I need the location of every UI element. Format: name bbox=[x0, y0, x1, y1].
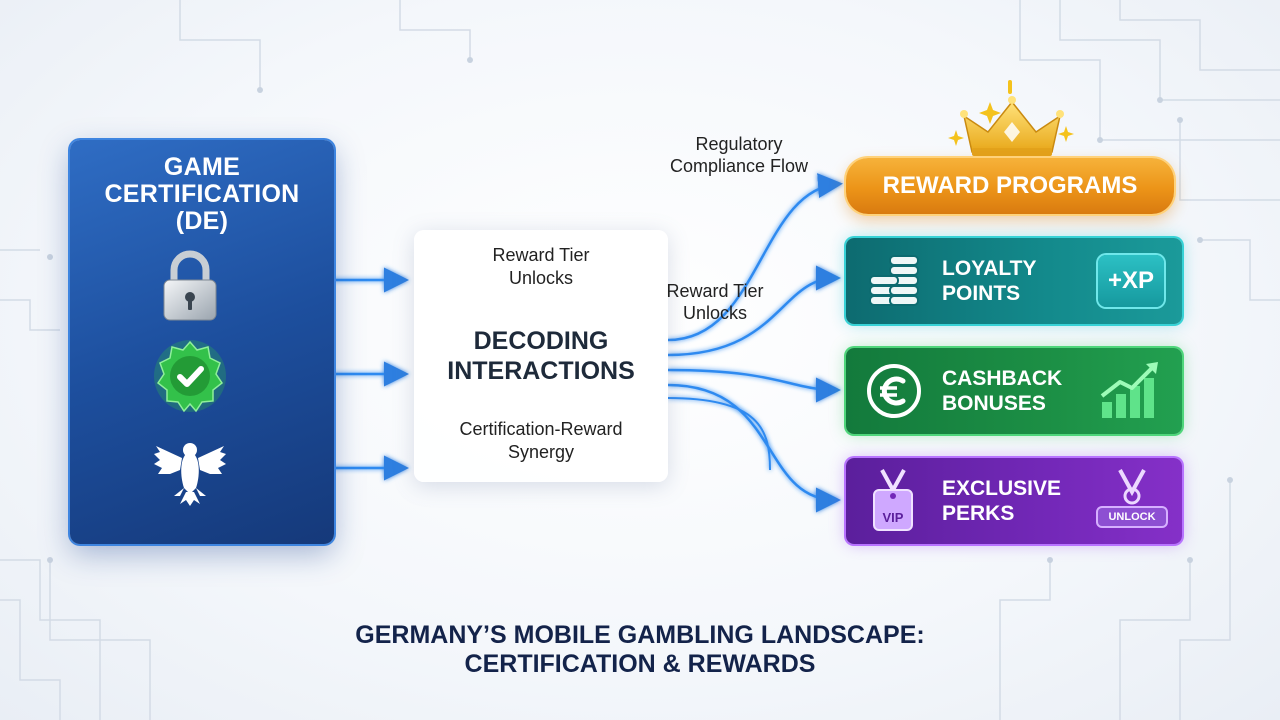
certification-reward-synergy-label: Certification-Reward Synergy bbox=[459, 419, 623, 462]
flow-line-cashback bbox=[667, 368, 841, 403]
cashback-bonuses-label: CASHBACK BONUSES bbox=[942, 367, 1063, 415]
reward-tier-unlocks-label: Reward Tier Unlocks bbox=[492, 245, 590, 288]
cashback-bonuses-card: CASHBACK BONUSES bbox=[846, 348, 1182, 434]
euro-coin-icon bbox=[867, 364, 921, 418]
coin-stack-icon bbox=[869, 255, 919, 306]
padlock-icon bbox=[163, 250, 217, 321]
growth-chart-icon bbox=[1100, 362, 1158, 418]
decoding-interactions-title: DECODING INTERACTIONS bbox=[447, 327, 635, 385]
exclusive-perks-card: VIP EXCLUSIVE PERKS UNLOCK bbox=[846, 458, 1182, 544]
loyalty-points-card: LOYALTY POINTS +XP bbox=[846, 238, 1182, 324]
verified-check-badge-icon bbox=[154, 340, 226, 413]
loyalty-points-label: LOYALTY POINTS bbox=[942, 257, 1037, 305]
regulatory-compliance-flow-label: Regulatory Compliance Flow bbox=[669, 134, 809, 176]
crown-icon bbox=[948, 80, 1074, 156]
flow-line-rewards bbox=[667, 173, 843, 342]
flow-line-extra bbox=[667, 397, 771, 471]
reward-tier-unlocks-flow-label: Reward Tier Unlocks bbox=[666, 281, 764, 323]
certification-panel: GAME CERTIFICATION (DE) bbox=[70, 140, 334, 544]
exclusive-perks-label: EXCLUSIVE PERKS bbox=[942, 477, 1062, 525]
decoding-interactions-box: Reward Tier Unlocks DECODING INTERACTION… bbox=[414, 230, 668, 482]
german-eagle-icon bbox=[154, 443, 226, 506]
vip-label: VIP bbox=[882, 510, 904, 525]
medal-ribbon-icon bbox=[1118, 469, 1146, 505]
vip-pass-icon bbox=[873, 469, 913, 531]
unlock-badge: UNLOCK bbox=[1098, 508, 1166, 526]
page-title: GERMANY’S MOBILE GAMBLING LANDSCAPE: CER… bbox=[355, 621, 925, 678]
flow-line-loyalty bbox=[667, 265, 841, 357]
certification-title: GAME CERTIFICATION (DE) bbox=[104, 153, 300, 235]
xp-badge: +XP bbox=[1098, 255, 1164, 307]
reward-programs-header: REWARD PROGRAMS bbox=[846, 158, 1174, 214]
flow-line-exclusive bbox=[667, 383, 841, 513]
